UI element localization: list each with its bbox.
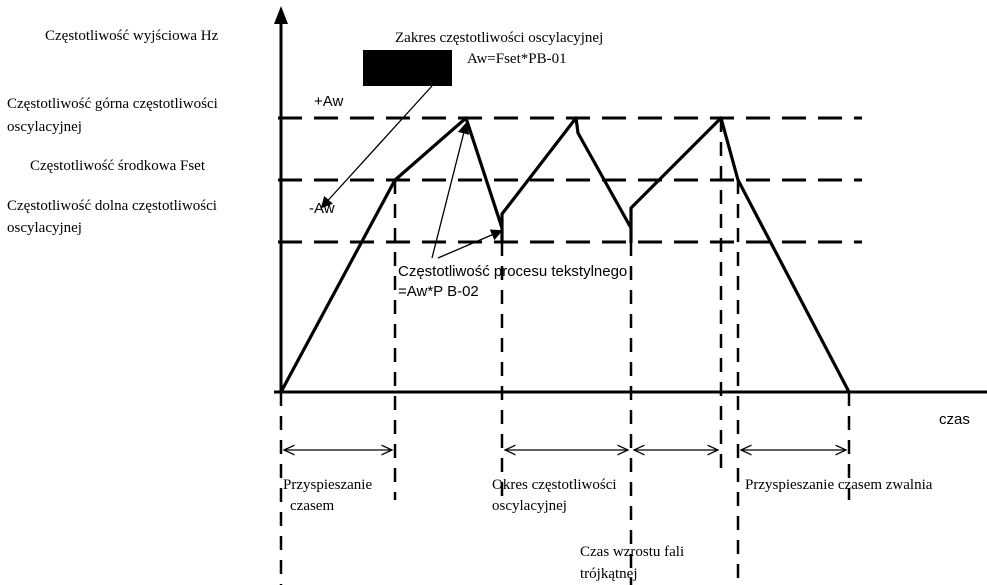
plus-aw-label: +Aw	[314, 93, 343, 110]
lower-label-line2: oscylacyjnej	[7, 220, 82, 236]
textile-note-line2: =Aw*P B-02	[398, 283, 479, 300]
rise-label-line2: trójkątnej	[580, 566, 637, 582]
textile-arrow-upper	[431, 122, 470, 259]
decel-label: Przyspieszanie czasem zwalnia	[745, 477, 933, 493]
range-block	[363, 50, 452, 86]
textile-note-line1: Częstotliwość procesu tekstylnego	[398, 263, 627, 280]
minus-aw-label: -Aw	[309, 200, 335, 217]
y-axis-title: Częstotliwość wyjściowa Hz	[45, 28, 219, 44]
y-axis-arrow-icon	[274, 6, 288, 24]
textile-arrow-lower	[437, 229, 503, 259]
upper-label-line1: Częstotliwość górna częstotliwości	[7, 96, 218, 112]
range-note-line2: Aw=Fset*PB-01	[467, 51, 567, 67]
period-label-line2: oscylacyjnej	[492, 498, 567, 514]
period-label-line1: Okres częstotliwości	[492, 477, 617, 493]
accel-label-line1: Przyspieszanie	[283, 477, 372, 493]
range-pointer-arrow	[320, 85, 433, 209]
x-axis-title: czas	[939, 411, 970, 428]
upper-label-line2: oscylacyjnej	[7, 119, 82, 135]
rise-label-line1: Czas wzrostu fali	[580, 544, 684, 560]
accel-label-line2: czasem	[290, 498, 334, 514]
frequency-waveform	[279, 116, 851, 393]
lower-label-line1: Częstotliwość dolna częstotliwości	[7, 198, 217, 214]
range-note-line1: Zakres częstotliwości oscylacyjnej	[395, 30, 603, 46]
center-label: Częstotliwość środkowa Fset	[30, 158, 206, 174]
